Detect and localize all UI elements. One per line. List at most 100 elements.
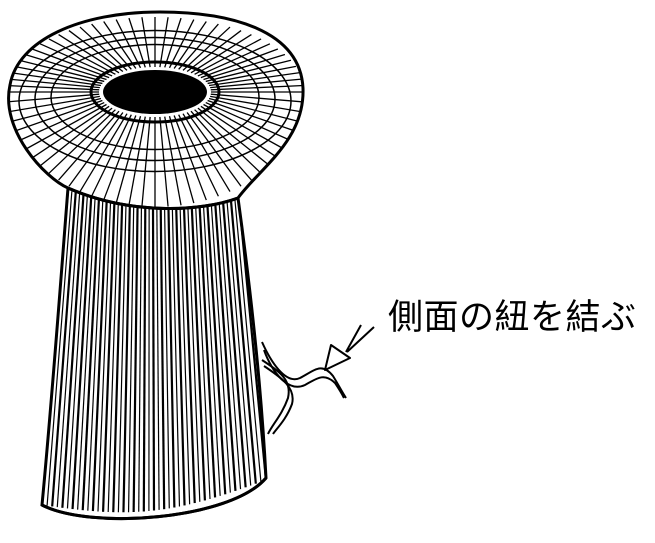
funnel-pleat-line	[205, 101, 292, 142]
funnel-pleat-line	[39, 43, 113, 77]
body-pleat-line	[218, 196, 242, 490]
funnel-pleat-line	[141, 17, 151, 68]
body-pleat-line	[71, 197, 93, 510]
body-pleat-line	[225, 193, 252, 486]
body-pleat-line	[190, 203, 207, 501]
funnel-pleat-line	[8, 95, 100, 113]
lamp-body	[40, 185, 268, 521]
funnel-pleat-line	[8, 78, 100, 89]
body-pleat-line	[198, 201, 217, 498]
funnel-pleat-line	[203, 103, 286, 151]
funnel-pleat-line	[194, 38, 262, 75]
body-pleat-line	[107, 204, 119, 513]
funnel-pleat-line	[10, 71, 101, 87]
funnel-pleat-line	[168, 19, 195, 69]
funnel-pleat-line	[186, 112, 242, 187]
body-pleat-line	[87, 200, 104, 511]
body-pleat-line	[175, 206, 186, 506]
body-pleat-line	[91, 201, 108, 512]
funnel-ring	[34, 36, 276, 162]
funnel-pleat-line	[9, 97, 102, 123]
body-pleat-line	[97, 202, 112, 512]
body-pleat-line	[51, 192, 77, 507]
funnel-pleat-line	[48, 109, 116, 174]
instruction-label: 側面の紐を結ぶ	[388, 298, 637, 338]
body-pleat-line	[56, 193, 81, 508]
body-pleat-line	[66, 196, 88, 509]
body-pleat-line	[233, 191, 262, 482]
funnel-pleat-line	[194, 109, 262, 174]
funnel-pleat-line	[197, 43, 271, 77]
funnel-pleat-line	[103, 21, 137, 69]
funnel-pleat-line	[182, 26, 231, 71]
body-pleat-line	[77, 198, 96, 510]
body-pleat-line	[156, 207, 160, 510]
funnel-pleat-line	[207, 65, 297, 85]
body-pleat-line	[142, 207, 147, 512]
funnel-pleat-line	[205, 59, 292, 83]
funnel-pleat-line	[190, 110, 252, 181]
funnel-pleat-line	[79, 113, 128, 192]
funnel-pleat-line	[13, 65, 103, 85]
body-pleat-line	[202, 200, 221, 496]
body-pleat-line	[171, 206, 181, 507]
funnel-pleat-line	[79, 26, 128, 71]
funnel-ring	[18, 29, 292, 173]
funnel-pleat-line	[178, 114, 219, 197]
body-pleat-line	[132, 207, 139, 513]
body-pleat-line	[112, 205, 124, 513]
funnel-pleat-line	[210, 95, 303, 113]
funnel-pleat-line	[203, 53, 286, 81]
funnel-pleat-line	[141, 116, 151, 207]
body-pleat-line	[101, 203, 116, 512]
body-pleat-line	[229, 192, 257, 484]
body-pleat-line	[213, 197, 237, 491]
body-pleat-line	[138, 207, 143, 512]
funnel-pleat-line	[210, 93, 304, 103]
funnel-pleat-line	[31, 105, 110, 159]
funnel-ring	[50, 43, 260, 151]
funnel-pleat-line	[159, 17, 169, 68]
body-pleat-line	[167, 207, 176, 508]
funnel-pleat-line	[186, 30, 242, 73]
funnel-pleat-line	[208, 97, 301, 123]
funnel-pleat-line	[164, 17, 182, 68]
funnel-pleat-line	[18, 101, 105, 142]
funnel-pleat-line	[24, 103, 107, 151]
body-pleat-line	[236, 189, 266, 481]
body-pleat-line	[122, 206, 131, 513]
funnel-pleat-line	[115, 19, 142, 69]
body-pleat-line	[61, 194, 85, 508]
funnel-pleat-line	[190, 33, 252, 74]
body-pleat-line	[221, 194, 247, 488]
body-pleat-line	[194, 202, 211, 500]
body-pleat-line	[182, 205, 196, 504]
funnel-pleat-line	[48, 38, 116, 75]
body-pleat-line	[81, 199, 101, 511]
body-pleat-line	[210, 198, 231, 493]
funnel-pleat-line	[128, 17, 146, 68]
funnel-pleat-line	[91, 23, 132, 70]
funnel-pleat-line	[68, 30, 124, 73]
funnel-pleat-line	[8, 93, 100, 103]
funnel-pleat-line	[39, 107, 113, 167]
funnel-pleat-line	[91, 114, 132, 197]
funnel-pleat-line	[31, 48, 110, 79]
funnel-pleat-line	[58, 33, 120, 74]
funnel-pleat-line	[210, 78, 303, 89]
funnel-pleat-line	[164, 116, 182, 206]
body-pleat-line	[205, 199, 227, 495]
funnel-pleat-line	[178, 23, 219, 70]
lamp-funnel-top	[7, 10, 305, 210]
funnel-pleat-line	[24, 53, 107, 81]
body-pleat-line	[187, 204, 201, 502]
funnel-pleat-line	[128, 116, 146, 206]
funnel-pleat-line	[68, 112, 124, 187]
body-pleat-line	[179, 205, 191, 505]
body-pleat-line	[151, 207, 156, 511]
funnel-pleat-line	[182, 113, 231, 192]
funnel-pleat-line	[200, 48, 279, 79]
funnel-pleat-line	[159, 116, 169, 207]
pointer-arrow-icon	[324, 324, 375, 371]
